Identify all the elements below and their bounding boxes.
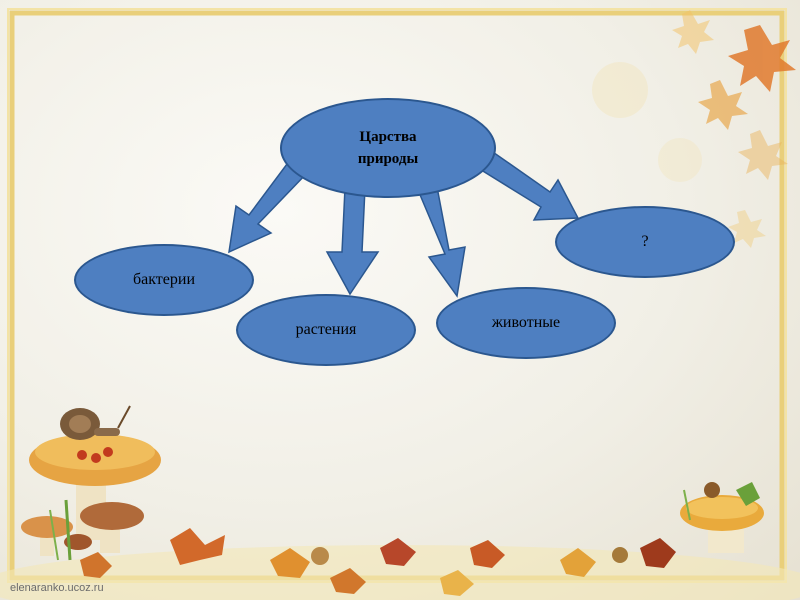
node-plants-label: растения xyxy=(295,321,357,338)
footer-site: elenaranko.ucoz.ru xyxy=(10,582,104,594)
arrow-to-animals xyxy=(416,186,466,298)
root-label: Царства природы xyxy=(358,126,418,170)
mushroom-snail-decoration xyxy=(21,405,161,561)
node-bacteria-label: бактерии xyxy=(132,271,196,288)
node-bacteria: бактерии xyxy=(74,244,254,316)
mushroom-right-decoration xyxy=(680,482,764,553)
node-animals-label: животные xyxy=(491,314,561,331)
root-label-line1: Царства xyxy=(359,129,417,145)
node-plants: растения xyxy=(236,294,416,366)
diagram-arrows xyxy=(228,148,580,298)
autumn-ground-decoration xyxy=(0,528,800,600)
node-animals: животные xyxy=(436,287,616,359)
arrow-to-plants xyxy=(325,187,380,296)
maple-leaves-decoration xyxy=(592,10,796,248)
node-unknown: ? xyxy=(555,206,735,278)
node-unknown-label: ? xyxy=(641,233,649,250)
root-node: Царства природы xyxy=(280,98,496,198)
arrow-to-unknown xyxy=(476,148,580,221)
arrow-to-bacteria xyxy=(228,158,310,254)
root-label-line2: природы xyxy=(357,151,419,167)
